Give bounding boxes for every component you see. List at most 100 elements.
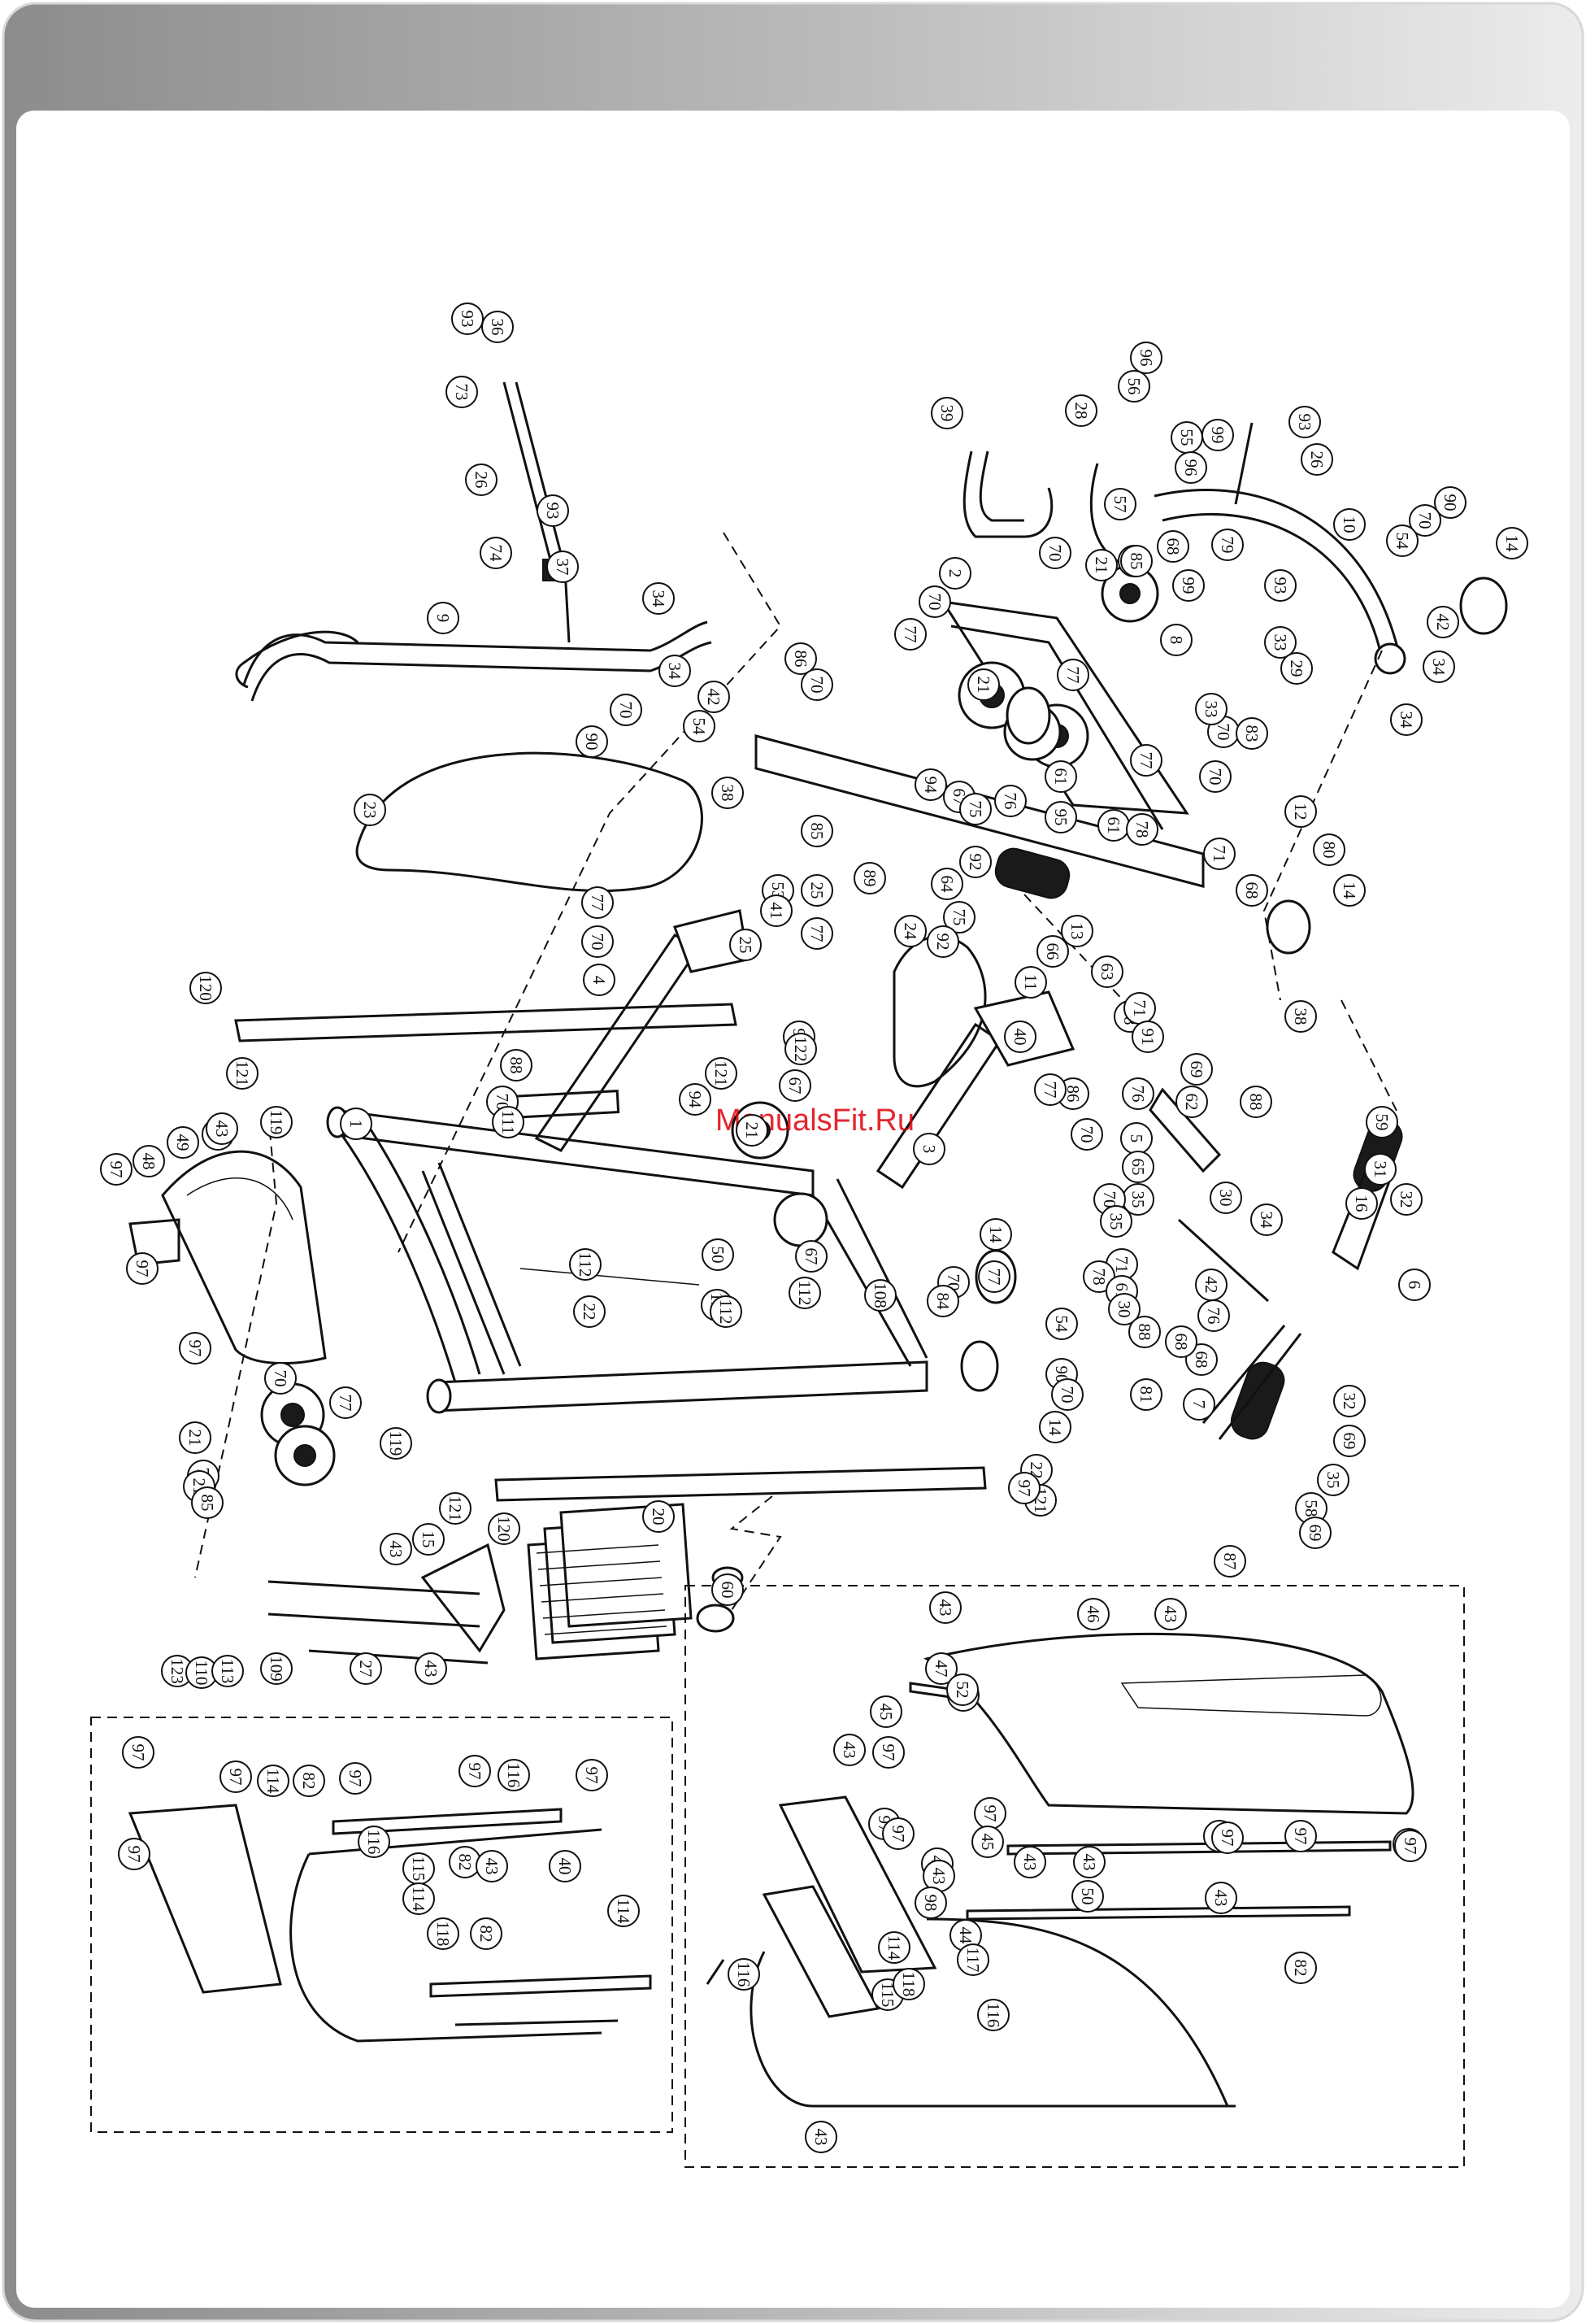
callout-21: 21 bbox=[736, 1114, 768, 1147]
callout-circle bbox=[470, 1917, 502, 1950]
callout-114: 114 bbox=[257, 1765, 289, 1797]
callout-99: 99 bbox=[1172, 569, 1205, 602]
callout-number: 52 bbox=[953, 1682, 972, 1699]
callout-70: 70 bbox=[1039, 537, 1071, 569]
callout-circle bbox=[549, 1850, 581, 1882]
callout-number: 74 bbox=[486, 545, 506, 563]
callout-number: 23 bbox=[360, 802, 380, 819]
callout-number: 31 bbox=[1371, 1161, 1390, 1178]
callout-14: 14 bbox=[980, 1218, 1012, 1251]
callout-31: 31 bbox=[1364, 1153, 1397, 1186]
callout-circle bbox=[1104, 488, 1136, 520]
callout-circle bbox=[1211, 529, 1244, 561]
foot-discs bbox=[960, 577, 1508, 1392]
callout-118: 118 bbox=[893, 1968, 925, 2000]
callout-6: 6 bbox=[1398, 1269, 1431, 1301]
callout-number: 86 bbox=[1063, 1086, 1083, 1103]
callout-number: 67 bbox=[785, 1077, 805, 1095]
callout-circle bbox=[537, 494, 569, 527]
callout-25: 25 bbox=[729, 929, 762, 961]
callout-number: 119 bbox=[267, 1110, 286, 1135]
callout-33: 33 bbox=[1195, 693, 1228, 725]
callout-120: 120 bbox=[189, 972, 222, 1004]
callout-number: 97 bbox=[582, 1767, 602, 1784]
callout-88: 88 bbox=[1240, 1086, 1272, 1118]
callout-circle bbox=[795, 1240, 828, 1273]
callout-number: 78 bbox=[1089, 1269, 1109, 1286]
callout-circle bbox=[118, 1838, 150, 1870]
callout-circle bbox=[1057, 659, 1089, 691]
callout-circle bbox=[189, 972, 222, 1004]
callout-34: 34 bbox=[1250, 1203, 1283, 1236]
callout-circle bbox=[711, 777, 744, 809]
callout-number: 49 bbox=[173, 1134, 193, 1151]
callout-circle bbox=[581, 925, 614, 958]
callout-circle bbox=[642, 582, 675, 615]
callout-circle bbox=[257, 1765, 289, 1797]
callout-number: 25 bbox=[807, 882, 827, 899]
callout-number: 116 bbox=[984, 2003, 1003, 2028]
callout-91: 91 bbox=[1132, 1021, 1164, 1053]
callout-73: 73 bbox=[445, 376, 478, 408]
callout-number: 40 bbox=[1010, 1029, 1030, 1046]
callout-number: 88 bbox=[506, 1057, 526, 1074]
callout-circle bbox=[789, 1277, 821, 1309]
callout-77: 77 bbox=[978, 1260, 1010, 1293]
callout-circle bbox=[191, 1486, 224, 1519]
callout-5: 5 bbox=[1120, 1122, 1153, 1155]
callout-number: 26 bbox=[471, 472, 491, 489]
callout-circle bbox=[927, 1285, 959, 1317]
callout-circle bbox=[380, 1427, 412, 1460]
callout-circle bbox=[167, 1126, 199, 1159]
callout-circle bbox=[1036, 935, 1069, 968]
callout-71: 71 bbox=[1123, 992, 1156, 1025]
callout-67: 67 bbox=[795, 1240, 828, 1273]
callout-116: 116 bbox=[728, 1958, 760, 1991]
callout-97: 97 bbox=[122, 1736, 154, 1769]
callout-number: 114 bbox=[614, 1899, 633, 1924]
callout-number: 77 bbox=[1063, 667, 1083, 684]
callout-circle bbox=[980, 1218, 1012, 1251]
callout-10: 10 bbox=[1333, 508, 1366, 541]
callout-circle bbox=[959, 793, 992, 825]
callout-circle bbox=[784, 642, 817, 675]
callout-88: 88 bbox=[500, 1049, 532, 1081]
callout-number: 11 bbox=[1021, 974, 1041, 990]
callout-number: 34 bbox=[649, 590, 668, 608]
callout-119: 119 bbox=[260, 1106, 293, 1138]
callout-4: 4 bbox=[583, 964, 615, 996]
callout-circle bbox=[705, 1057, 737, 1090]
callout-number: 96 bbox=[1136, 350, 1156, 367]
callout-number: 84 bbox=[933, 1293, 953, 1311]
callout-number: 97 bbox=[980, 1805, 1000, 1822]
callout-circle bbox=[380, 1533, 412, 1565]
callout-75: 75 bbox=[943, 901, 975, 934]
callout-83: 83 bbox=[1236, 717, 1268, 750]
callout-number: 94 bbox=[685, 1091, 705, 1109]
callout-number: 68 bbox=[1163, 538, 1183, 555]
callout-number: 70 bbox=[1206, 768, 1225, 786]
callout-circle bbox=[1015, 966, 1047, 999]
callout-circle bbox=[412, 1523, 445, 1556]
callout-34: 34 bbox=[642, 582, 675, 615]
callout-43: 43 bbox=[1073, 1846, 1106, 1878]
callout-43: 43 bbox=[833, 1734, 866, 1766]
callout-number: 43 bbox=[482, 1858, 502, 1875]
callout-69: 69 bbox=[1180, 1053, 1213, 1086]
callout-circle bbox=[925, 1652, 958, 1685]
callout-96: 96 bbox=[1175, 451, 1207, 484]
callout-70: 70 bbox=[610, 694, 642, 726]
callout-112: 112 bbox=[710, 1295, 742, 1328]
callout-80: 80 bbox=[1313, 833, 1345, 866]
callout-21: 21 bbox=[967, 668, 1000, 701]
callout-circle bbox=[882, 1817, 915, 1850]
callout-7: 7 bbox=[1183, 1388, 1215, 1421]
callout-number: 109 bbox=[267, 1656, 286, 1682]
callout-50: 50 bbox=[702, 1238, 734, 1271]
callout-20: 20 bbox=[642, 1500, 675, 1533]
callout-number: 70 bbox=[1058, 1386, 1077, 1404]
callout-circle bbox=[854, 862, 886, 894]
callout-111: 111 bbox=[492, 1106, 524, 1138]
callout-number: 97 bbox=[133, 1260, 152, 1277]
callout-number: 57 bbox=[1110, 496, 1130, 513]
